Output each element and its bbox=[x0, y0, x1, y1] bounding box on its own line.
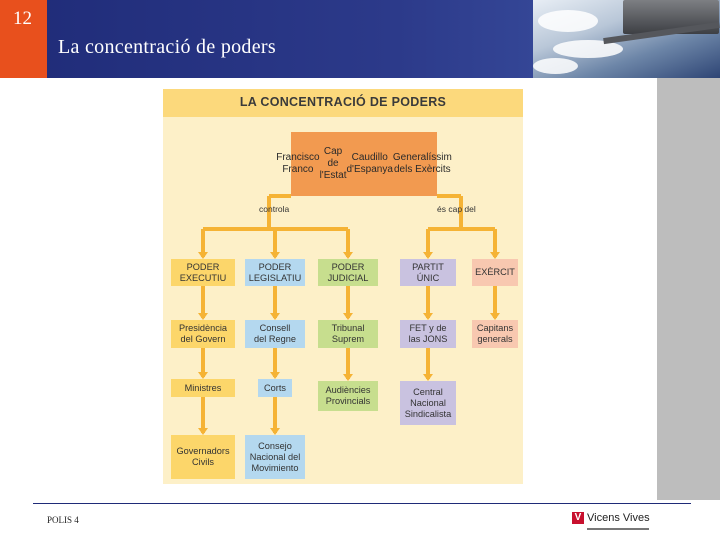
item-box-1-1: Corts bbox=[258, 379, 292, 397]
arrow-0-0 bbox=[198, 313, 208, 320]
footer-text: POLIS 4 bbox=[47, 515, 79, 525]
item-box-0-1: Ministres bbox=[171, 379, 235, 397]
controls-label: controla bbox=[259, 204, 290, 214]
arrow-col-2 bbox=[343, 252, 353, 259]
diagram-title-bar: LA CONCENTRACIÓ DE PODERS bbox=[163, 89, 523, 117]
arrow-1-0 bbox=[270, 313, 280, 320]
arrow-col-4 bbox=[490, 252, 500, 259]
column-header-2: PODER JUDICIAL bbox=[318, 259, 378, 286]
column-header-0: PODER EXECUTIU bbox=[171, 259, 235, 286]
arrow-col-0 bbox=[198, 252, 208, 259]
slide-title: La concentració de poders bbox=[58, 36, 276, 58]
power-concentration-diagram: LA CONCENTRACIÓ DE PODERS Francisco Fran… bbox=[163, 89, 523, 484]
arrow-2-0 bbox=[343, 313, 353, 320]
item-box-0-0: Presidència del Govern bbox=[171, 320, 235, 348]
arrow-0-2 bbox=[198, 428, 208, 435]
logo-mark-icon: V bbox=[572, 512, 584, 524]
side-strip bbox=[657, 78, 720, 500]
column-header-1: PODER LEGISLATIU bbox=[245, 259, 305, 286]
item-box-1-2: Consejo Nacional del Movimiento bbox=[245, 435, 305, 479]
footer-divider bbox=[33, 503, 691, 504]
item-box-4-0: Capitans generals bbox=[472, 320, 518, 348]
slide-header: 12 La concentració de poders bbox=[0, 0, 720, 78]
item-box-3-0: FET y de las JONS bbox=[400, 320, 456, 348]
item-box-3-1: Central Nacional Sindicalista bbox=[400, 381, 456, 425]
column-header-3: PARTIT ÚNIC bbox=[400, 259, 456, 286]
arrow-4-0 bbox=[490, 313, 500, 320]
slide-number: 12 bbox=[13, 8, 32, 29]
head-line-2: Caudillo d'Espanya bbox=[346, 152, 393, 175]
head-line-3: Generalíssim dels Exèrcits bbox=[392, 152, 452, 175]
item-box-2-0: Tribunal Suprem bbox=[318, 320, 378, 348]
head-line-1: Cap de l'Estat bbox=[319, 146, 347, 181]
space-station-photo bbox=[533, 0, 720, 78]
arrow-0-1 bbox=[198, 372, 208, 379]
arrow-col-3 bbox=[423, 252, 433, 259]
arrow-col-1 bbox=[270, 252, 280, 259]
logo-underline bbox=[587, 528, 649, 530]
head-of-label: és cap del bbox=[437, 204, 476, 214]
item-box-1-0: Consell del Regne bbox=[245, 320, 305, 348]
slide-number-box: 12 bbox=[0, 0, 47, 78]
arrow-1-2 bbox=[270, 428, 280, 435]
column-header-4: EXÈRCIT bbox=[472, 259, 518, 286]
logo-text: Vicens Vives bbox=[587, 512, 650, 524]
connector-arrows bbox=[198, 194, 500, 435]
head-line-0: Francisco Franco bbox=[276, 152, 320, 175]
arrow-3-1 bbox=[423, 374, 433, 381]
publisher-logo: V Vicens Vives bbox=[572, 512, 650, 524]
item-box-2-1: Audiències Provincials bbox=[318, 381, 378, 411]
arrow-1-1 bbox=[270, 372, 280, 379]
diagram-title: LA CONCENTRACIÓ DE PODERS bbox=[239, 95, 447, 109]
arrow-3-0 bbox=[423, 313, 433, 320]
arrow-2-1 bbox=[343, 374, 353, 381]
item-box-0-2: Governadors Civils bbox=[171, 435, 235, 479]
